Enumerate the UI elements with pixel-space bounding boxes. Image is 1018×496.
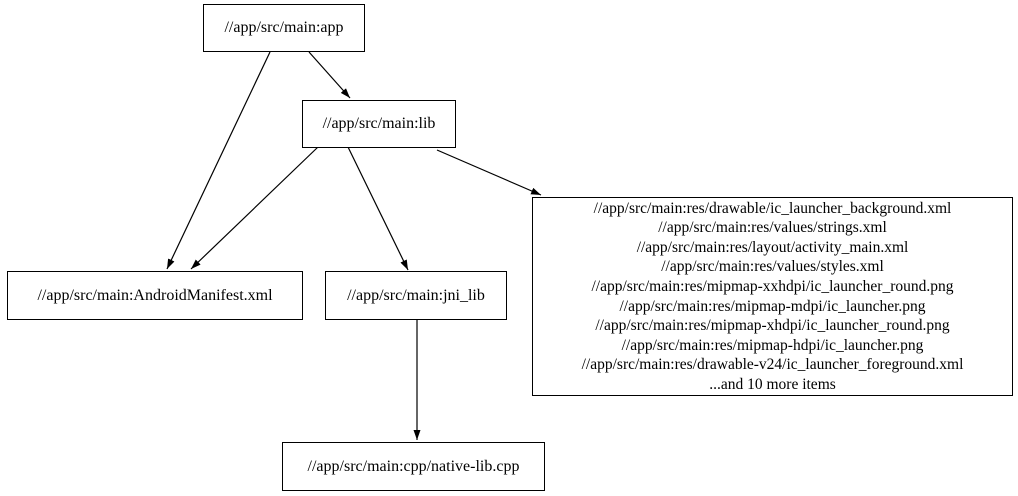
res-group-line: //app/src/main:res/mipmap-xxhdpi/ic_laun… (591, 277, 954, 295)
res-group-line: //app/src/main:res/mipmap-mdpi/ic_launch… (619, 297, 926, 315)
res-group-line: ...and 10 more items (709, 375, 836, 393)
node-app-label: //app/src/main:app (224, 19, 344, 36)
res-group-line: //app/src/main:res/drawable-v24/ic_launc… (581, 356, 964, 374)
node-native-lib-cpp-label: //app/src/main:cpp/native-lib.cpp (307, 457, 520, 475)
edge-app-to-android-manifest (166, 51, 271, 270)
edge-app-to-lib (308, 51, 351, 99)
edge-lib-to-jni-lib (347, 146, 409, 271)
node-app: //app/src/main:app (203, 4, 365, 52)
node-jni-lib: //app/src/main:jni_lib (325, 271, 507, 320)
edge-lib-to-res-group (436, 149, 542, 196)
res-group-line: //app/src/main:res/drawable/ic_launcher_… (593, 199, 952, 217)
res-group-line: //app/src/main:res/values/styles.xml (661, 258, 884, 276)
res-group-line: //app/src/main:res/layout/activity_main.… (636, 238, 909, 256)
node-res-group: //app/src/main:res/drawable/ic_launcher_… (532, 197, 1013, 396)
node-android-manifest: //app/src/main:AndroidManifest.xml (7, 271, 303, 320)
res-group-line: //app/src/main:res/mipmap-hdpi/ic_launch… (621, 336, 924, 354)
edge-lib-to-android-manifest (190, 146, 319, 270)
node-android-manifest-label: //app/src/main:AndroidManifest.xml (37, 286, 273, 304)
node-native-lib-cpp: //app/src/main:cpp/native-lib.cpp (282, 442, 545, 491)
node-jni-lib-label: //app/src/main:jni_lib (347, 286, 485, 304)
res-group-line: //app/src/main:res/mipmap-xhdpi/ic_launc… (595, 317, 950, 335)
node-lib-label: //app/src/main:lib (322, 115, 436, 132)
res-group-line: //app/src/main:res/values/strings.xml (658, 219, 887, 237)
node-lib: //app/src/main:lib (302, 100, 456, 148)
